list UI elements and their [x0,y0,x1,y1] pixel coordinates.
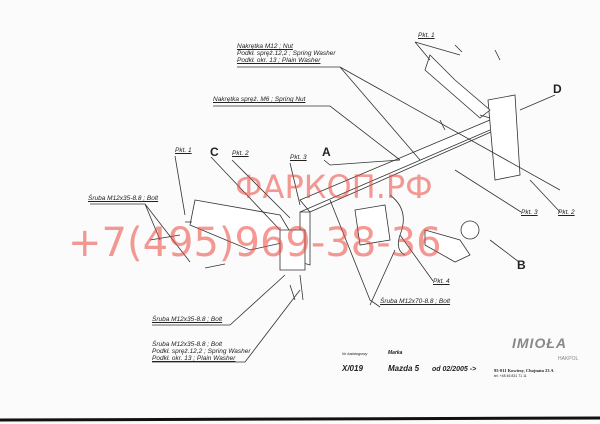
part-c-label: C [210,145,219,159]
bolt-left-label: Śruba M12x35-8.8 ; Bolt [88,195,159,202]
pkt1-left-label: Pkt. 1 [175,147,192,154]
pkt2-left-label: Pkt. 2 [232,150,249,157]
plain-washer-label: Podkł. okr. 13 ; Plain Washer [237,57,321,64]
brand: Mazda 5 [388,364,420,373]
imiola-logo: IMIOŁA [512,335,567,351]
pkt2-right-label: Pkt. 2 [558,209,575,216]
bottom-bolt-label: Śruba M12x35-8.8 ; Bolt [152,341,223,348]
watermark-phone: +7(495)969-38-36 [68,220,442,266]
catalog-number-heading: Nr katalogowy [342,351,368,356]
part-a-label: A [322,145,331,159]
bolt-m12x70-label: Śruba M12x70-8.8 ; Bolt [380,298,451,305]
part-d-label: D [553,82,562,96]
spring-washer-label: Podkł. spręż.12,2 ; Spring Washer [237,50,336,57]
bottom-plain-washer-label: Podkł. okr. 13 ; Plain Washer [152,355,236,362]
catalog-number: X/019 [342,364,363,373]
bolt-bottom-label: Śruba M12x35-8.8 ; Bolt [152,316,223,323]
watermark-site: ФАРКОП.РФ [235,168,433,206]
pkt4-label: Pkt. 4 [433,278,450,285]
part-b-label: B [517,258,526,272]
address: 95-011 Kowiesy, Chojnata 23 A [494,368,554,373]
pkt1-top-label: Pkt. 1 [418,32,435,39]
telephone: tel. +48 46 831 71 11 [494,374,527,378]
brand-heading: Marka [388,350,403,356]
bottom-spring-washer-label: Podkł. spręż.12,2 ; Spring Washer [152,348,251,355]
hakpol-logo: HAKPOL [558,356,579,362]
pkt3-right-label: Pkt. 3 [521,209,538,216]
production-date: od 02/2005 -> [432,366,477,373]
nut-m12-label: Nakrętka M12 ; Nut [237,43,293,50]
spring-nut-label: Nakrętka spręż. M6 ; Spring Nut [213,96,306,103]
pkt3-left-label: Pkt. 3 [290,154,307,161]
